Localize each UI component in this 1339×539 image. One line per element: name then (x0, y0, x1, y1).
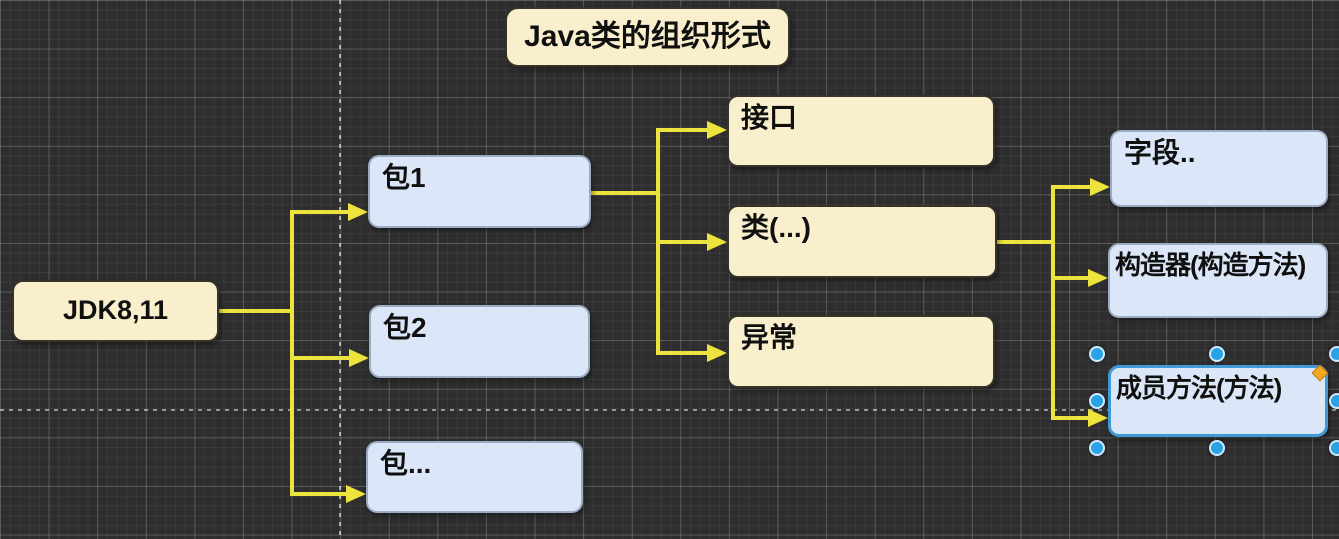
selection-handle-se[interactable] (1329, 440, 1339, 456)
selection-handle-e[interactable] (1329, 393, 1339, 409)
node-constructor-label: 构造器(构造方法) (1115, 250, 1306, 280)
connector-class-constructor[interactable] (996, 240, 1108, 287)
connector-jdk-pkg1[interactable] (219, 203, 368, 313)
node-member-method[interactable]: 成员方法(方法) (1108, 365, 1328, 437)
node-interface[interactable]: 接口 (727, 95, 995, 167)
node-interface-label: 接口 (741, 102, 798, 133)
connector-jdk-pkg2[interactable] (219, 309, 369, 367)
node-class-label: 类(...) (741, 212, 811, 243)
selection-handle-ne[interactable] (1329, 346, 1339, 362)
connector-pkg1-class[interactable] (590, 191, 727, 251)
node-exception[interactable]: 异常 (727, 315, 995, 388)
selection-handle-n[interactable] (1209, 346, 1225, 362)
node-jdk-label: JDK8,11 (62, 295, 169, 326)
node-diagram-title[interactable]: Java类的组织形式 (505, 7, 790, 67)
node-field[interactable]: 字段.. (1110, 130, 1328, 207)
connector-jdk-pkgmore[interactable] (219, 309, 366, 503)
node-class[interactable]: 类(...) (727, 205, 997, 278)
connector-class-membermethod[interactable] (996, 240, 1108, 427)
node-pkg1[interactable]: 包1 (368, 155, 591, 228)
node-pkg2-label: 包2 (383, 312, 427, 343)
selection-handle-nw[interactable] (1089, 346, 1105, 362)
selection-handle-s[interactable] (1209, 440, 1225, 456)
diagram-title-label: Java类的组织形式 (524, 19, 771, 53)
node-member-method-label: 成员方法(方法) (1116, 373, 1282, 403)
node-constructor[interactable]: 构造器(构造方法) (1108, 243, 1328, 318)
connector-class-field[interactable] (996, 178, 1110, 244)
node-pkg2[interactable]: 包2 (369, 305, 590, 378)
selection-handle-w[interactable] (1089, 393, 1105, 409)
connector-pkg1-exception[interactable] (590, 191, 727, 362)
connector-pkg1-interface[interactable] (590, 121, 727, 195)
node-pkg-more-label: 包... (380, 448, 432, 479)
node-field-label: 字段.. (1124, 137, 1196, 168)
node-exception-label: 异常 (741, 322, 798, 353)
node-pkg1-label: 包1 (382, 162, 426, 193)
node-pkg-more[interactable]: 包... (366, 441, 583, 513)
selection-handle-sw[interactable] (1089, 440, 1105, 456)
node-jdk[interactable]: JDK8,11 (12, 280, 219, 342)
